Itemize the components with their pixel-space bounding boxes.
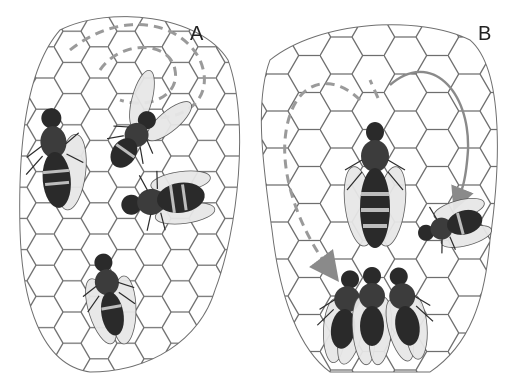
panel-label-a: A: [190, 23, 204, 45]
panel-a: A: [20, 17, 240, 372]
panel-label-b: B: [478, 23, 491, 45]
panel-b: B: [261, 23, 497, 372]
